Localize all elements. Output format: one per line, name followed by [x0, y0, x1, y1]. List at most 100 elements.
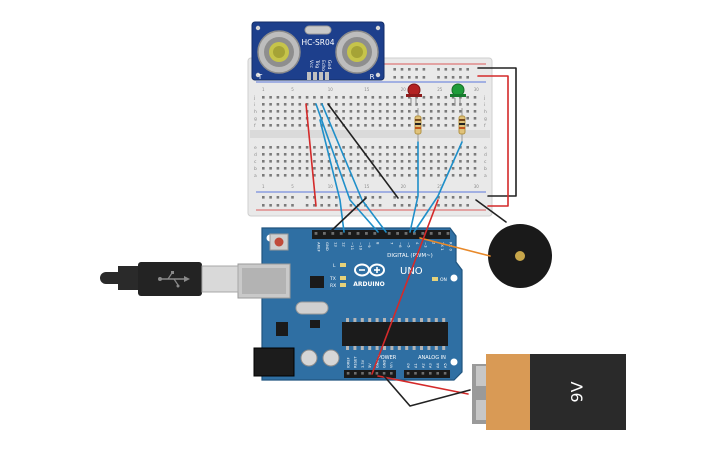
- breadboard-hole: [327, 96, 331, 99]
- breadboard-hole: [378, 204, 382, 207]
- digital-pin: [413, 232, 416, 235]
- breadboard-hole: [473, 146, 477, 149]
- breadboard-hole: [415, 110, 418, 113]
- breadboard-hole: [451, 196, 455, 199]
- chip-pin: [368, 318, 372, 322]
- breadboard-hole: [422, 153, 426, 156]
- breadboard-hole: [422, 174, 426, 177]
- breadboard-hole: [408, 196, 411, 199]
- power-pin-label: 5V: [368, 363, 372, 368]
- breadboard-hole: [262, 124, 265, 127]
- chip-pin: [360, 346, 364, 350]
- breadboard-hole: [349, 110, 353, 113]
- digital-pin-label: ~5: [407, 242, 412, 248]
- breadboard-hole: [320, 174, 323, 177]
- breadboard-hole: [313, 110, 316, 113]
- breadboard-hole: [400, 96, 404, 99]
- wires: [305, 67, 517, 407]
- breadboard-hole: [364, 160, 367, 163]
- breadboard-hole: [415, 76, 418, 79]
- breadboard-hole: [342, 110, 345, 113]
- breadboard-hole: [378, 124, 382, 127]
- digital-pin-label: 7: [390, 242, 395, 245]
- breadboard-hole: [298, 174, 302, 177]
- breadboard-hole: [408, 96, 411, 99]
- breadboard-hole: [429, 103, 433, 106]
- breadboard-hole: [276, 174, 280, 177]
- breadboard-hole: [459, 167, 462, 170]
- breadboard-hole: [451, 103, 455, 106]
- breadboard-hole: [400, 103, 404, 106]
- breadboard-hole: [393, 196, 396, 199]
- digital-pin-label: 2: [432, 242, 437, 245]
- breadboard-hole: [364, 146, 367, 149]
- power-pin: [361, 372, 364, 375]
- breadboard-hole: [320, 160, 323, 163]
- breadboard-hole: [393, 110, 396, 113]
- analog-label: ANALOG IN: [418, 355, 446, 361]
- breadboard-row-letter: d: [484, 152, 487, 158]
- breadboard-hole: [276, 196, 280, 199]
- breadboard-hole: [298, 160, 302, 163]
- breadboard-hole: [473, 117, 477, 120]
- breadboard-hole: [342, 96, 345, 99]
- breadboard-hole: [283, 117, 287, 120]
- breadboard-hole: [364, 174, 367, 177]
- breadboard-hole: [364, 124, 367, 127]
- breadboard-hole: [291, 117, 294, 120]
- breadboard-hole: [269, 153, 272, 156]
- breadboard-hole: [327, 110, 331, 113]
- chip-pin: [442, 346, 446, 350]
- resistor-green-led: [458, 108, 466, 142]
- breadboard-hole: [356, 96, 360, 99]
- breadboard-hole: [327, 167, 331, 170]
- breadboard-hole: [364, 96, 367, 99]
- breadboard-hole: [437, 103, 440, 106]
- breadboard-hole: [466, 110, 469, 113]
- breadboard-hole: [466, 124, 469, 127]
- sensor-pin: [307, 72, 311, 80]
- digital-pin: [373, 232, 377, 235]
- power-pin: [390, 372, 393, 375]
- chip-pin: [375, 346, 379, 350]
- breadboard-row-letter: h: [254, 109, 257, 115]
- breadboard-hole: [313, 167, 316, 170]
- breadboard-hole: [313, 174, 316, 177]
- digital-pin: [429, 232, 433, 235]
- battery-9v: 9V: [472, 354, 626, 430]
- breadboard-hole: [349, 160, 353, 163]
- chip-pin: [383, 346, 386, 350]
- breadboard-hole: [393, 153, 396, 156]
- digital-pin-label: ~6: [398, 242, 403, 248]
- breadboard-hole: [342, 146, 345, 149]
- receiver-icon: [335, 30, 379, 74]
- battery-terminal: [476, 366, 486, 386]
- chip-pin: [427, 346, 431, 350]
- breadboard-hole: [327, 124, 331, 127]
- breadboard-hole: [327, 117, 331, 120]
- breadboard-hole: [473, 160, 477, 163]
- breadboard-hole: [408, 117, 411, 120]
- breadboard-hole: [305, 146, 309, 149]
- chip-pin: [412, 318, 416, 322]
- chip-pin: [346, 346, 349, 350]
- sensor-pin-label: Vcc: [308, 60, 314, 69]
- battery-body-copper: [486, 354, 530, 430]
- power-pin-label: 3.3V: [361, 359, 365, 368]
- breadboard-hole: [429, 167, 433, 170]
- red-led: [406, 83, 422, 106]
- breadboard-hole: [444, 96, 448, 99]
- digital-pin: [339, 232, 343, 235]
- breadboard-hole: [356, 167, 360, 170]
- mount-hole: [255, 25, 261, 31]
- breadboard-hole: [349, 146, 353, 149]
- breadboard-hole: [349, 167, 353, 170]
- usb-icon: [158, 271, 190, 288]
- chip-pin: [412, 346, 416, 350]
- piezo-buzzer: [488, 224, 552, 288]
